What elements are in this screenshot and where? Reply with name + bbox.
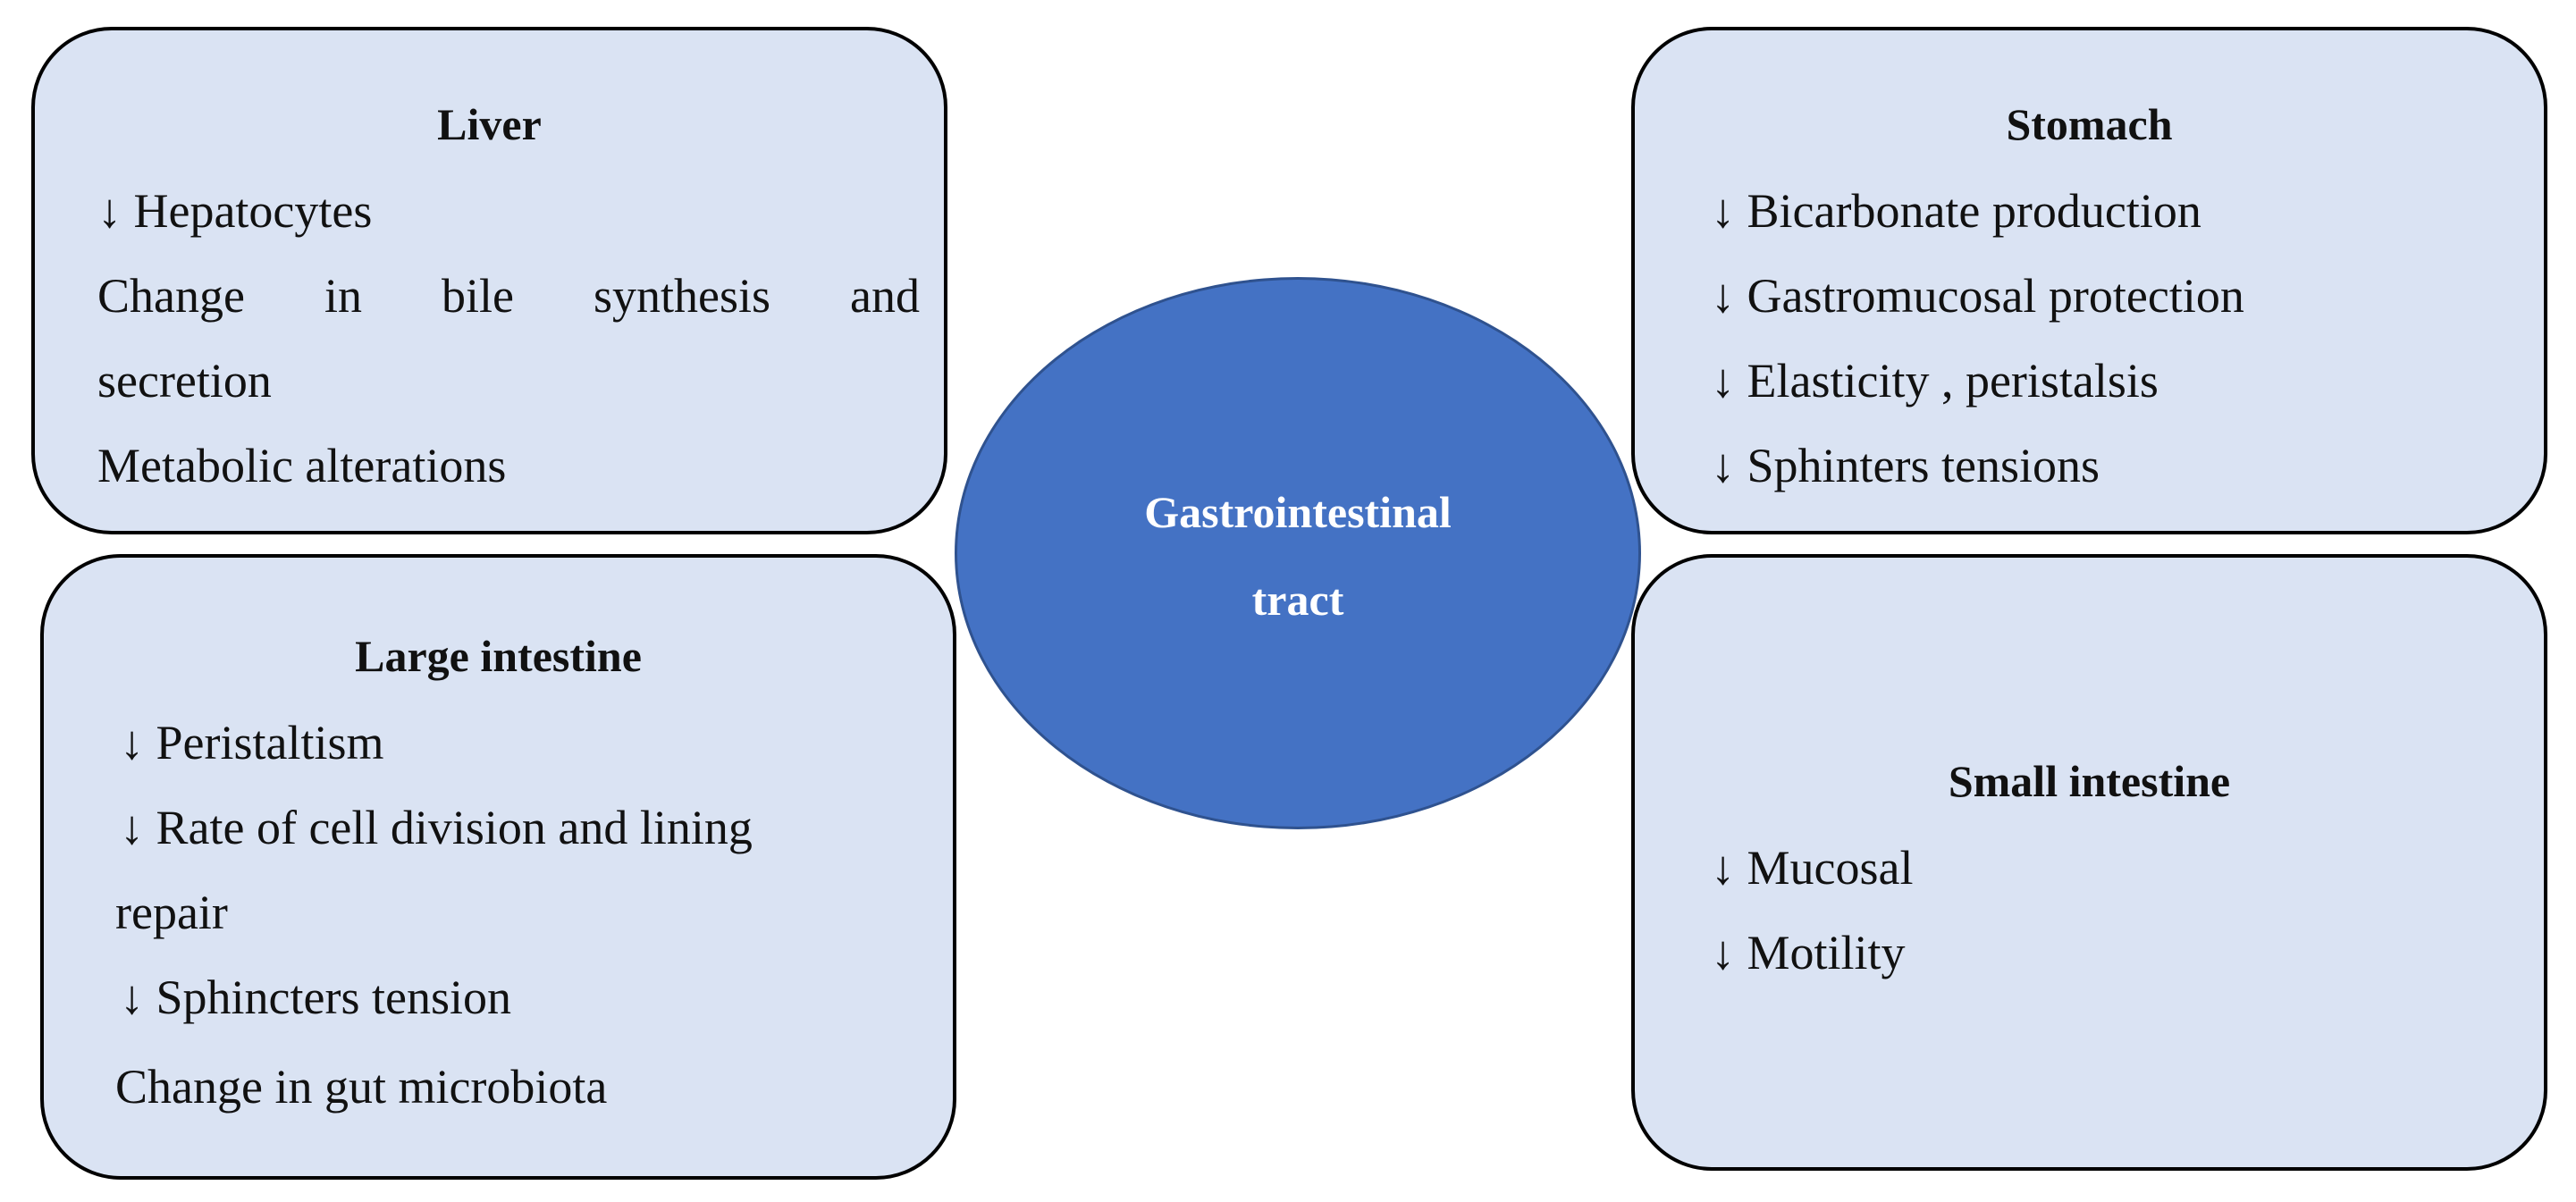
liver-word: synthesis xyxy=(593,269,770,323)
liver-item-bile-synthesis: Change in bile synthesis and xyxy=(97,272,920,320)
liver-word: in xyxy=(324,269,362,323)
stomach-item: ↓ Bicarbonate production xyxy=(1711,184,2201,238)
large-intestine-item-sphincters: ↓ Sphincters tension xyxy=(120,971,511,1024)
liver-word: bile xyxy=(441,269,514,323)
liver-item-bile-synthesis-cont: secretion xyxy=(97,354,272,408)
large-intestine-item-cell-division: ↓ Rate of cell division and lining xyxy=(120,801,753,854)
large-intestine-box: Large intestine ↓ Peristaltism ↓ Rate of… xyxy=(40,554,956,1180)
center-label-line1: Gastrointestinal xyxy=(1144,487,1452,537)
stomach-item: ↓ Gastromucosal protection xyxy=(1711,269,2244,323)
small-intestine-title: Small intestine xyxy=(1948,756,2231,806)
liver-item-hepatocytes: ↓ Hepatocytes xyxy=(97,184,373,238)
small-intestine-item: ↓ Motility xyxy=(1711,926,1906,979)
small-intestine-box: Small intestine ↓ Mucosal ↓ Motility xyxy=(1631,554,2547,1171)
large-intestine-item-microbiota: Change in gut microbiota xyxy=(115,1060,608,1114)
small-intestine-item: ↓ Mucosal xyxy=(1711,841,1914,895)
liver-title: Liver xyxy=(437,99,542,149)
large-intestine-title: Large intestine xyxy=(355,631,642,681)
liver-word: and xyxy=(849,269,920,323)
stomach-title: Stomach xyxy=(2006,99,2173,149)
large-intestine-item-cell-division-cont: repair xyxy=(115,886,228,939)
liver-word: Change xyxy=(97,269,245,323)
stomach-box: Stomach ↓ Bicarbonate production ↓ Gastr… xyxy=(1631,27,2547,534)
stomach-item: ↓ Sphinters tensions xyxy=(1711,439,2100,492)
center-ellipse: Gastrointestinal tract xyxy=(955,277,1641,829)
liver-box: Liver ↓ Hepatocytes Change in bile synth… xyxy=(31,27,947,534)
stomach-item: ↓ Elasticity , peristalsis xyxy=(1711,354,2159,408)
liver-item-metabolic: Metabolic alterations xyxy=(97,439,507,492)
center-label-line2: tract xyxy=(1251,575,1344,625)
large-intestine-item-peristaltism: ↓ Peristaltism xyxy=(120,716,384,769)
